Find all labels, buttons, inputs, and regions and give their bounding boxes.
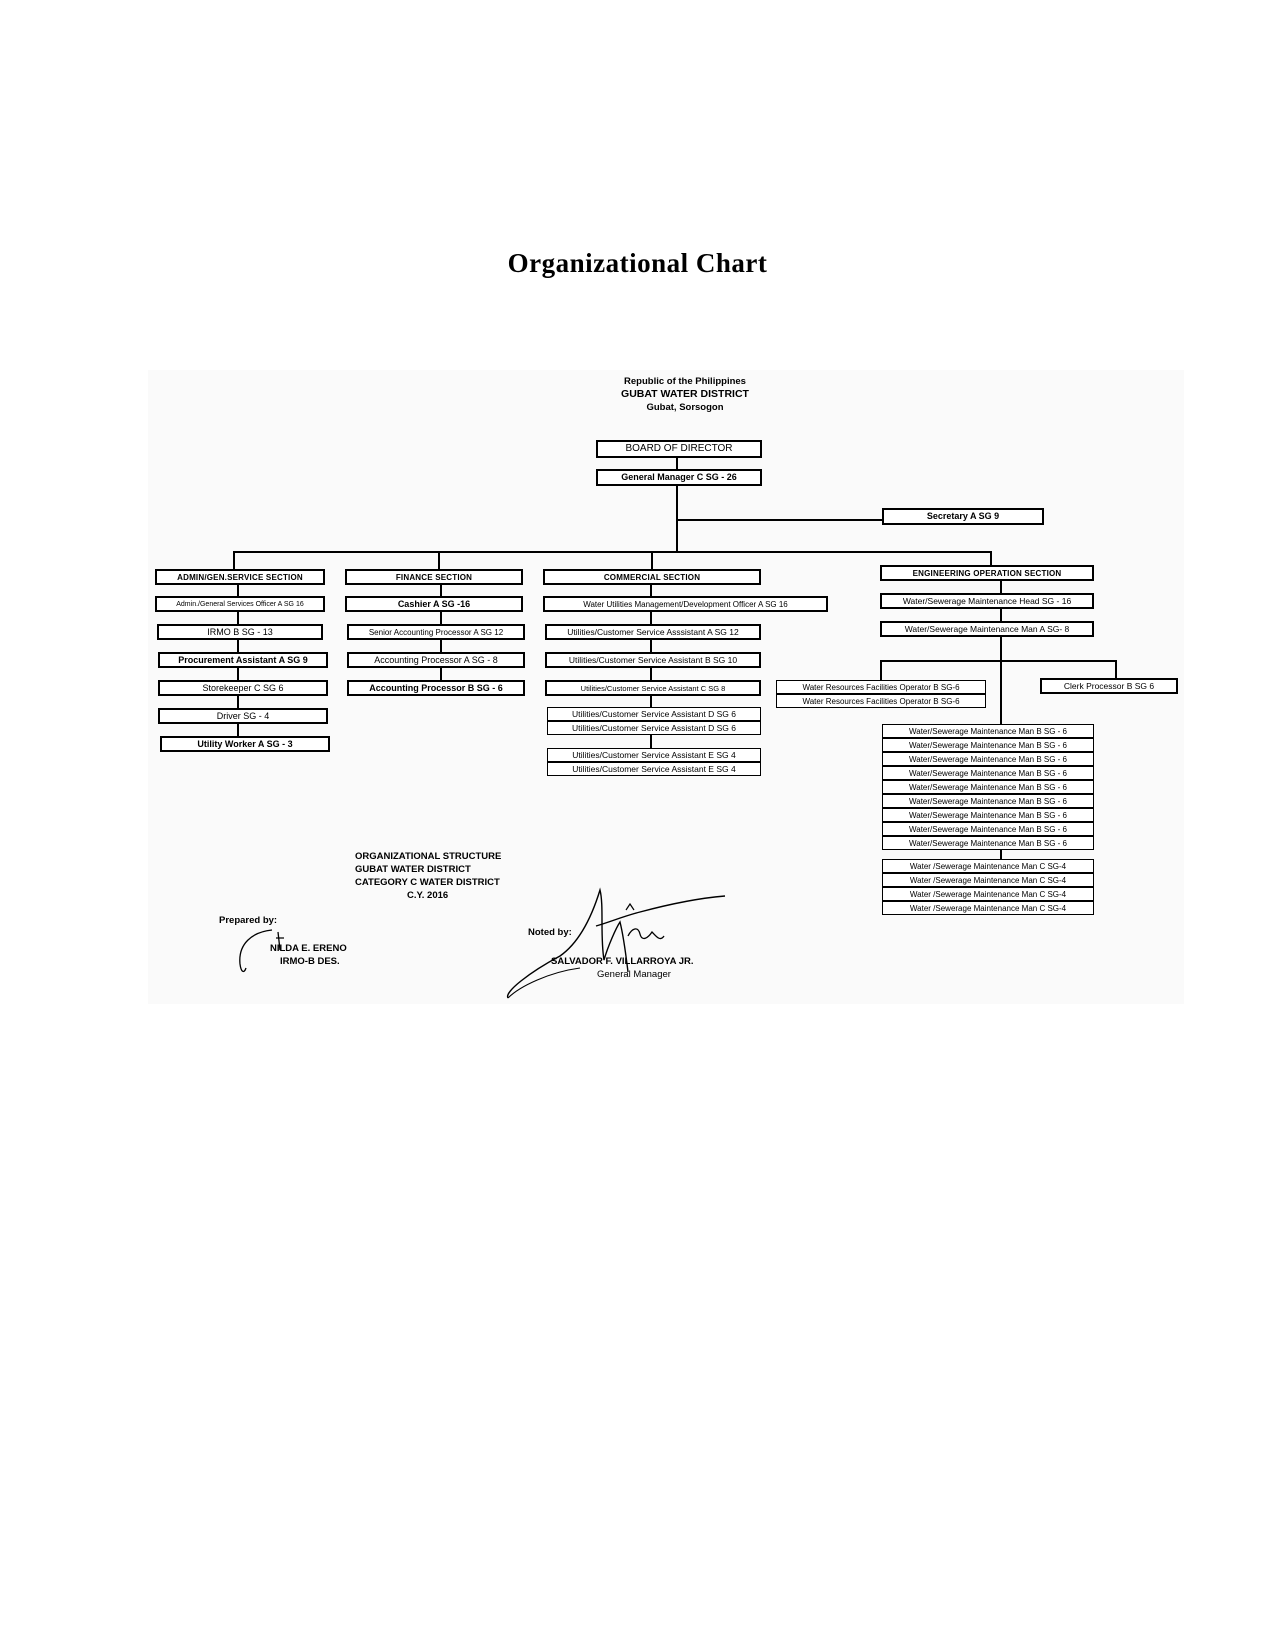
- secretary-box: Secretary A SG 9: [882, 508, 1044, 525]
- commercial-group-d-1: Utilities/Customer Service Assistant D S…: [547, 707, 761, 721]
- clerk-processor-box: Clerk Processor B SG 6: [1040, 678, 1178, 694]
- man-b-box-6: Water/Sewerage Maintenance Man B SG - 6: [882, 794, 1094, 808]
- admin-item-3: Procurement Assistant A SG 9: [158, 652, 328, 668]
- commercial-item-3: Utilities/Customer Service Assistant B S…: [545, 652, 761, 668]
- admin-item-6: Utility Worker A SG - 3: [160, 736, 330, 752]
- noted-by-label: Noted by:: [528, 927, 572, 938]
- man-b-box-1: Water/Sewerage Maintenance Man B SG - 6: [882, 724, 1094, 738]
- commercial-item-4: Utilities/Customer Service Assistant C S…: [545, 680, 761, 696]
- connector-commercial-chain: [650, 582, 652, 758]
- engineering-section-heading: ENGINEERING OPERATION SECTION: [880, 565, 1094, 581]
- man-b-box-3: Water/Sewerage Maintenance Man B SG - 6: [882, 752, 1094, 766]
- commercial-group-e-2: Utilities/Customer Service Assistant E S…: [547, 762, 761, 776]
- man-b-box-7: Water/Sewerage Maintenance Man B SG - 6: [882, 808, 1094, 822]
- noted-by-title: General Manager: [597, 969, 671, 980]
- connector-engineering-chain: [1000, 579, 1002, 724]
- connector-clerk-drop: [1115, 660, 1117, 678]
- noted-by-name: SALVADOR F. VILLARROYA JR.: [551, 956, 694, 967]
- man-c-box-4: Water /Sewerage Maintenance Man C SG-4: [882, 901, 1094, 915]
- caption-line-4: C.Y. 2016: [407, 890, 449, 901]
- connector-admin-drop: [233, 551, 235, 569]
- connector-engineering-branch: [880, 660, 1116, 662]
- man-b-box-4: Water/Sewerage Maintenance Man B SG - 6: [882, 766, 1094, 780]
- commercial-item-2: Utilities/Customer Service Asssistant A …: [545, 624, 761, 640]
- admin-section-heading: ADMIN/GEN.SERVICE SECTION: [155, 569, 325, 585]
- header-district: GUBAT WATER DISTRICT: [621, 388, 749, 400]
- finance-item-1: Cashier A SG -16: [345, 596, 523, 612]
- connector-sections-bar: [233, 551, 992, 553]
- commercial-item-1: Water Utilities Management/Development O…: [543, 596, 828, 612]
- admin-item-4: Storekeeper C SG 6: [158, 680, 328, 696]
- finance-item-3: Accounting Processor A SG - 8: [347, 652, 525, 668]
- commercial-group-d-2: Utilities/Customer Service Assistant D S…: [547, 721, 761, 735]
- header-republic: Republic of the Philippines: [624, 376, 746, 387]
- engineering-man-a-box: Water/Sewerage Maintenance Man A SG- 8: [880, 621, 1094, 637]
- connector-secretary: [676, 519, 882, 521]
- finance-item-2: Senior Accounting Processor A SG 12: [347, 624, 525, 640]
- prepared-by-signature: [239, 929, 284, 973]
- admin-item-1: Admin./General Services Officer A SG 16: [155, 596, 325, 612]
- caption-line-3: CATEGORY C WATER DISTRICT: [355, 877, 500, 888]
- man-b-box-9: Water/Sewerage Maintenance Man B SG - 6: [882, 836, 1094, 850]
- header-location: Gubat, Sorsogon: [646, 402, 724, 413]
- caption-line-2: GUBAT WATER DISTRICT: [355, 864, 471, 875]
- man-b-box-2: Water/Sewerage Maintenance Man B SG - 6: [882, 738, 1094, 752]
- page-title: Organizational Chart: [507, 248, 768, 278]
- operator-box-1: Water Resources Facilities Operator B SG…: [776, 680, 986, 694]
- finance-section-heading: FINANCE SECTION: [345, 569, 523, 585]
- commercial-group-e-1: Utilities/Customer Service Assistant E S…: [547, 748, 761, 762]
- prepared-by-label: Prepared by:: [219, 915, 278, 926]
- general-manager-box: General Manager C SG - 26: [596, 469, 762, 486]
- operator-box-2: Water Resources Facilities Operator B SG…: [776, 694, 986, 708]
- admin-item-5: Driver SG - 4: [158, 708, 328, 724]
- connector-operators-drop: [880, 660, 882, 680]
- connector-manc-drop: [1000, 843, 1002, 859]
- commercial-section-heading: COMMERCIAL SECTION: [543, 569, 761, 585]
- chart-header: Republic of the Philippines GUBAT WATER …: [560, 375, 810, 414]
- finance-item-4: Accounting Processor B SG - 6: [347, 680, 525, 696]
- connector-finance-drop: [438, 551, 440, 569]
- noted-by-signature: [507, 887, 726, 999]
- man-c-box-1: Water /Sewerage Maintenance Man C SG-4: [882, 859, 1094, 873]
- man-c-box-2: Water /Sewerage Maintenance Man C SG-4: [882, 873, 1094, 887]
- connector-board-gm: [676, 458, 678, 472]
- connector-commercial-drop: [651, 551, 653, 569]
- board-of-director-box: BOARD OF DIRECTOR: [596, 440, 762, 458]
- engineering-head-box: Water/Sewerage Maintenance Head SG - 16: [880, 593, 1094, 609]
- man-b-box-5: Water/Sewerage Maintenance Man B SG - 6: [882, 780, 1094, 794]
- admin-item-2: IRMO B SG - 13: [157, 624, 323, 640]
- caption-line-1: ORGANIZATIONAL STRUCTURE: [355, 851, 502, 862]
- prepared-by-title: IRMO-B DES.: [280, 956, 340, 967]
- org-structure-caption: ORGANIZATIONAL STRUCTURE GUBAT WATER DIS…: [355, 850, 501, 902]
- man-c-box-3: Water /Sewerage Maintenance Man C SG-4: [882, 887, 1094, 901]
- man-b-box-8: Water/Sewerage Maintenance Man B SG - 6: [882, 822, 1094, 836]
- connector-engineering-drop: [990, 551, 992, 565]
- prepared-by-name: NILDA E. ERENO: [270, 943, 347, 954]
